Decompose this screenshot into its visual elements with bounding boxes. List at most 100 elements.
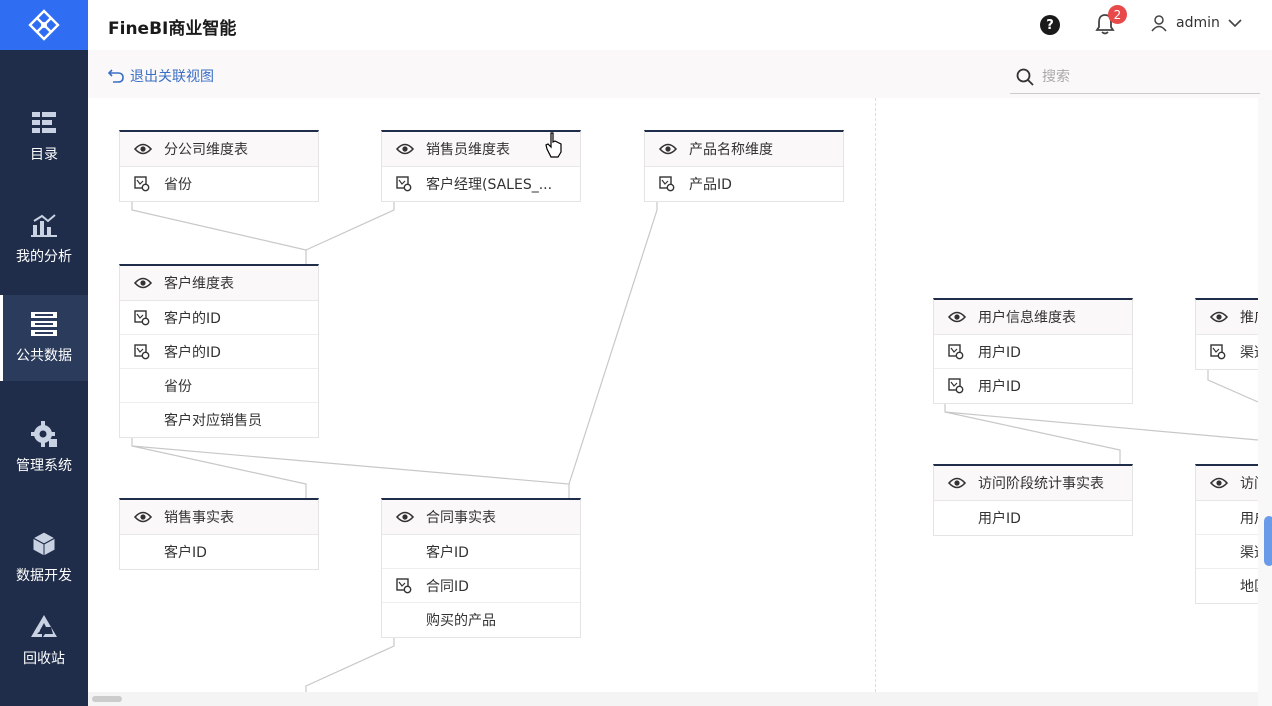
relation-line	[305, 200, 395, 251]
table-field-row[interactable]: 购买的产品	[382, 603, 580, 637]
table-field-row[interactable]: 客户ID	[120, 535, 318, 569]
table-field-row[interactable]: 省份	[120, 167, 318, 201]
exit-relation-view-label: 退出关联视图	[130, 69, 214, 85]
field-name: 客户ID	[164, 545, 207, 561]
table-card-header[interactable]: 产品名称维度	[645, 132, 843, 167]
table-title: 推广	[1240, 310, 1258, 326]
table-card-header[interactable]: 推广	[1196, 300, 1258, 335]
table-field-row[interactable]: 地区	[1196, 569, 1258, 603]
field-name: 省份	[164, 177, 192, 193]
related-field-icon	[1210, 344, 1228, 360]
table-field-row[interactable]: 客户经理(SALES_...	[382, 167, 580, 201]
table-field-row[interactable]: 客户的ID	[120, 301, 318, 335]
table-field-row[interactable]: 用户ID	[934, 369, 1132, 403]
table-field-row[interactable]: 用户ID	[934, 501, 1132, 535]
nav-catalog[interactable]: 目录	[0, 94, 88, 180]
finebi-logo[interactable]	[0, 0, 88, 50]
nav-public-data[interactable]: 公共数据	[0, 295, 88, 381]
table-field-row[interactable]: 用户ID	[934, 335, 1132, 369]
nav-label: 目录	[30, 147, 58, 163]
table-card-header[interactable]: 合同事实表	[382, 500, 580, 535]
chevron-down-icon	[1228, 19, 1242, 28]
field-name: 渠道	[1240, 544, 1258, 561]
table-card-header[interactable]: 访问	[1196, 466, 1258, 501]
table-card[interactable]: 销售事实表客户ID	[119, 498, 319, 570]
search-input[interactable]	[1042, 68, 1242, 85]
nav-recycle[interactable]: 回收站	[0, 598, 88, 684]
side-float-handle[interactable]	[1264, 516, 1272, 566]
table-card[interactable]: 合同事实表客户ID 合同ID 购买的产品	[381, 498, 581, 638]
table-card-header[interactable]: 客户维度表	[120, 266, 318, 301]
nav-label: 数据开发	[16, 568, 72, 584]
table-field-row[interactable]: 客户的ID	[120, 335, 318, 369]
nav-my-analysis[interactable]: 我的分析	[0, 196, 88, 282]
relation-line	[944, 400, 1121, 464]
table-field-row[interactable]: 合同ID	[382, 569, 580, 603]
eye-icon[interactable]	[659, 143, 677, 155]
field-name: 产品ID	[689, 177, 732, 193]
table-card[interactable]: 销售员维度表客户经理(SALES_...	[381, 130, 581, 202]
user-menu[interactable]: admin	[1150, 14, 1242, 32]
table-card-header[interactable]: 分公司维度表	[120, 132, 318, 167]
help-icon[interactable]: ?	[1040, 15, 1060, 35]
field-name: 用户ID	[978, 379, 1021, 395]
horizontal-scrollbar[interactable]	[88, 692, 1258, 706]
nav-data-dev[interactable]: 数据开发	[0, 515, 88, 601]
nav-label: 公共数据	[16, 348, 72, 364]
table-card[interactable]: 用户信息维度表用户ID 用户ID	[933, 298, 1133, 404]
field-name: 客户的ID	[164, 344, 221, 361]
sidebar: 目录 我的分析 公共数据 管理系统	[0, 0, 88, 706]
nav-management[interactable]: 管理系统	[0, 405, 88, 491]
table-field-row[interactable]: 客户ID	[382, 535, 580, 569]
eye-icon[interactable]	[396, 143, 414, 155]
exit-relation-view-link[interactable]: 退出关联视图	[108, 66, 214, 86]
field-name: 渠道	[1240, 345, 1258, 361]
eye-icon[interactable]	[1210, 477, 1228, 489]
table-card[interactable]: 推广渠道	[1195, 298, 1258, 370]
field-name: 客户经理(SALES_...	[426, 177, 553, 193]
table-title: 访问	[1240, 476, 1258, 492]
user-icon	[1151, 15, 1167, 32]
eye-icon[interactable]	[134, 277, 152, 289]
eye-icon[interactable]	[134, 511, 152, 523]
table-field-row[interactable]: 用户	[1196, 501, 1258, 535]
scrollbar-thumb[interactable]	[92, 696, 122, 702]
eye-icon[interactable]	[396, 511, 414, 523]
table-card[interactable]: 访问用户渠道地区	[1195, 464, 1258, 604]
table-card[interactable]: 访问阶段统计事实表用户ID	[933, 464, 1133, 536]
notification-badge: 2	[1108, 5, 1127, 24]
table-card[interactable]: 分公司维度表省份	[119, 130, 319, 202]
relation-line	[568, 200, 658, 485]
table-field-row[interactable]: 省份	[120, 369, 318, 403]
toolbar: 退出关联视图	[88, 50, 1272, 98]
table-card[interactable]: 产品名称维度产品ID	[644, 130, 844, 202]
eye-icon[interactable]	[948, 311, 966, 323]
table-card-header[interactable]: 访问阶段统计事实表	[934, 466, 1132, 501]
field-name: 用户ID	[978, 344, 1021, 361]
table-field-row[interactable]: 渠道	[1196, 335, 1258, 369]
vertical-scrollbar[interactable]	[1258, 98, 1272, 706]
field-name: 省份	[164, 378, 192, 395]
catalog-icon	[31, 110, 57, 136]
table-field-row[interactable]: 客户对应销售员	[120, 403, 318, 437]
field-name: 客户ID	[426, 544, 469, 561]
field-name: 购买的产品	[426, 613, 496, 629]
table-field-row[interactable]: 产品ID	[645, 167, 843, 201]
relation-line	[131, 445, 570, 498]
eye-icon[interactable]	[134, 143, 152, 155]
related-field-icon	[134, 176, 152, 192]
canvas-divider	[875, 98, 876, 692]
table-card-header[interactable]: 用户信息维度表	[934, 300, 1132, 335]
eye-icon[interactable]	[948, 477, 966, 489]
eye-icon[interactable]	[1210, 311, 1228, 323]
table-title: 销售员维度表	[426, 142, 510, 158]
table-card-header[interactable]: 销售员维度表	[382, 132, 580, 167]
table-card-header[interactable]: 销售事实表	[120, 500, 318, 535]
table-field-row[interactable]: 渠道	[1196, 535, 1258, 569]
related-field-icon	[134, 343, 152, 360]
table-title: 合同事实表	[426, 510, 496, 526]
field-name: 合同ID	[426, 578, 469, 595]
table-title: 销售事实表	[164, 510, 234, 526]
